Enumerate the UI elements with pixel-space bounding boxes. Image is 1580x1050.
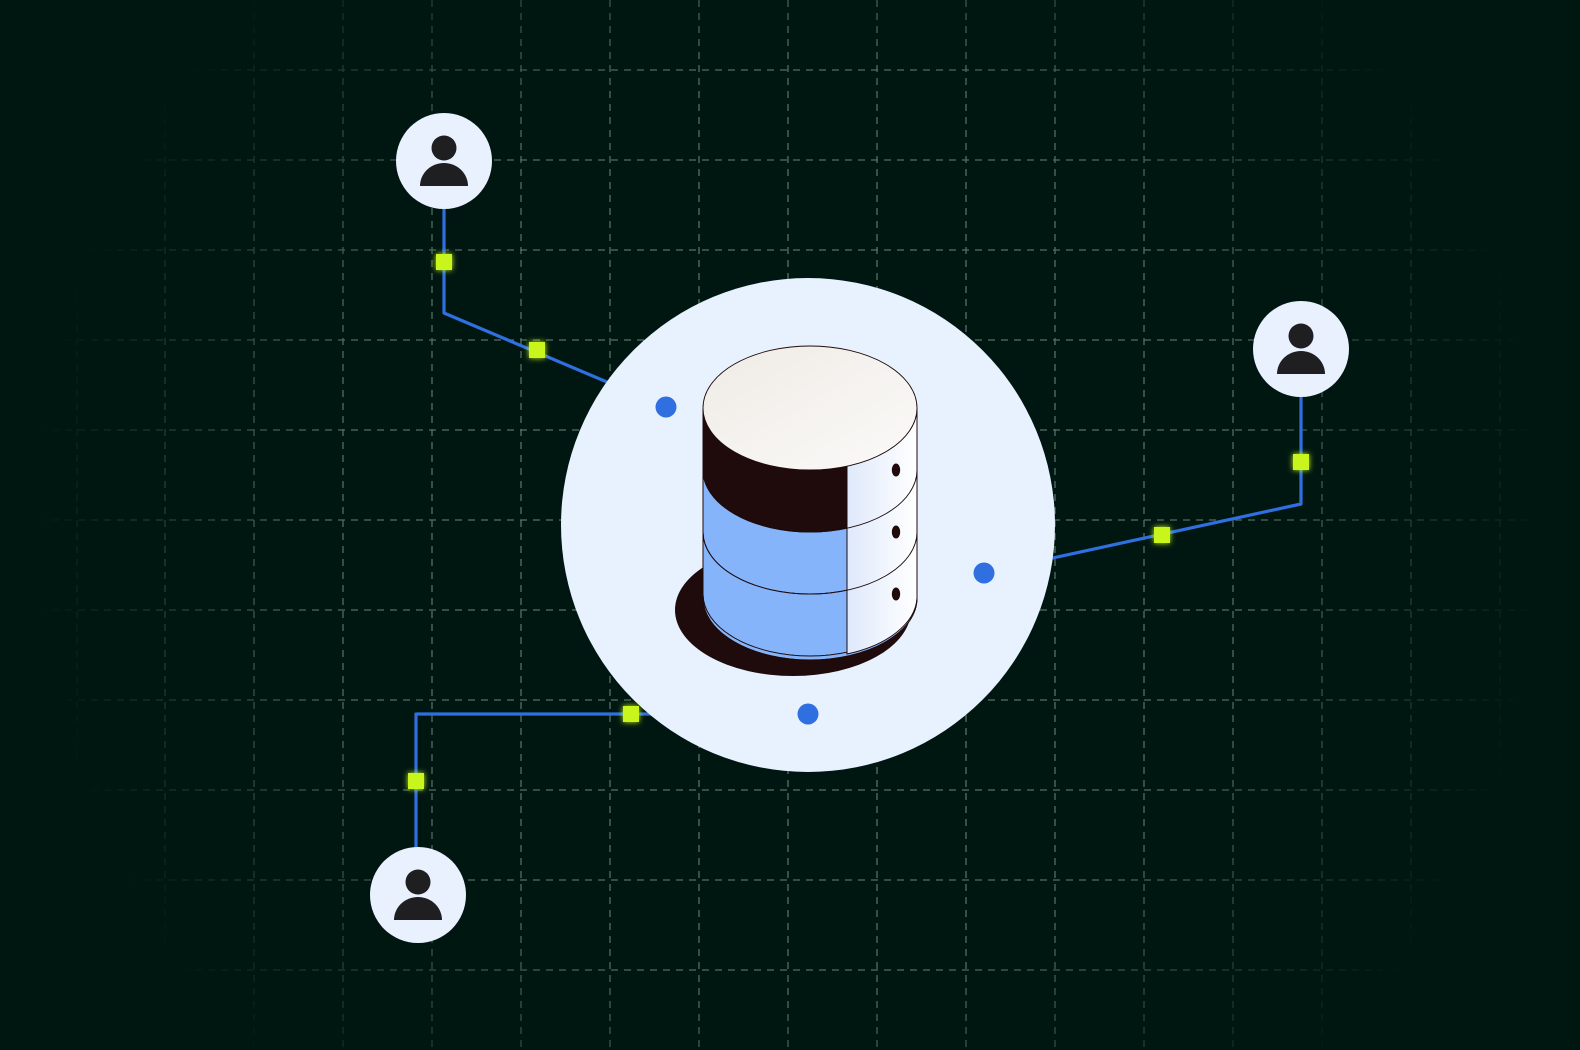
user-node-bottom-left[interactable] — [370, 847, 466, 943]
junction-square-icon — [529, 342, 545, 358]
user-node-right[interactable] — [1253, 301, 1349, 397]
connection-dots — [655, 396, 995, 725]
junction-squares — [408, 254, 1309, 789]
junction-square-icon — [1154, 527, 1170, 543]
junction-square-icon — [623, 706, 639, 722]
user-icon — [394, 869, 442, 920]
user-node-circle — [1253, 301, 1349, 397]
connector-right — [983, 396, 1303, 575]
database-outline — [702, 408, 918, 661]
user-node-circle — [370, 847, 466, 943]
user-nodes — [370, 113, 1349, 943]
junction-square-icon — [408, 773, 424, 789]
connector-top-left — [442, 208, 667, 409]
database-ring-1 — [702, 469, 918, 533]
database-ring-2 — [702, 531, 918, 595]
user-icon — [1277, 323, 1325, 374]
connection-dot-icon — [797, 703, 819, 725]
user-node-top-left[interactable] — [396, 113, 492, 209]
junction-square-icon — [1293, 454, 1309, 470]
database-icon — [675, 345, 918, 676]
database-top — [702, 345, 918, 471]
user-node-circle — [396, 113, 492, 209]
connection-dot-icon — [973, 562, 995, 584]
database-indicator-3 — [891, 587, 901, 601]
junction-square-icon — [436, 254, 452, 270]
user-icon — [420, 135, 468, 186]
connection-dot-icon — [655, 396, 677, 418]
database-indicator-1 — [891, 463, 901, 477]
database-indicator-2 — [891, 525, 901, 539]
